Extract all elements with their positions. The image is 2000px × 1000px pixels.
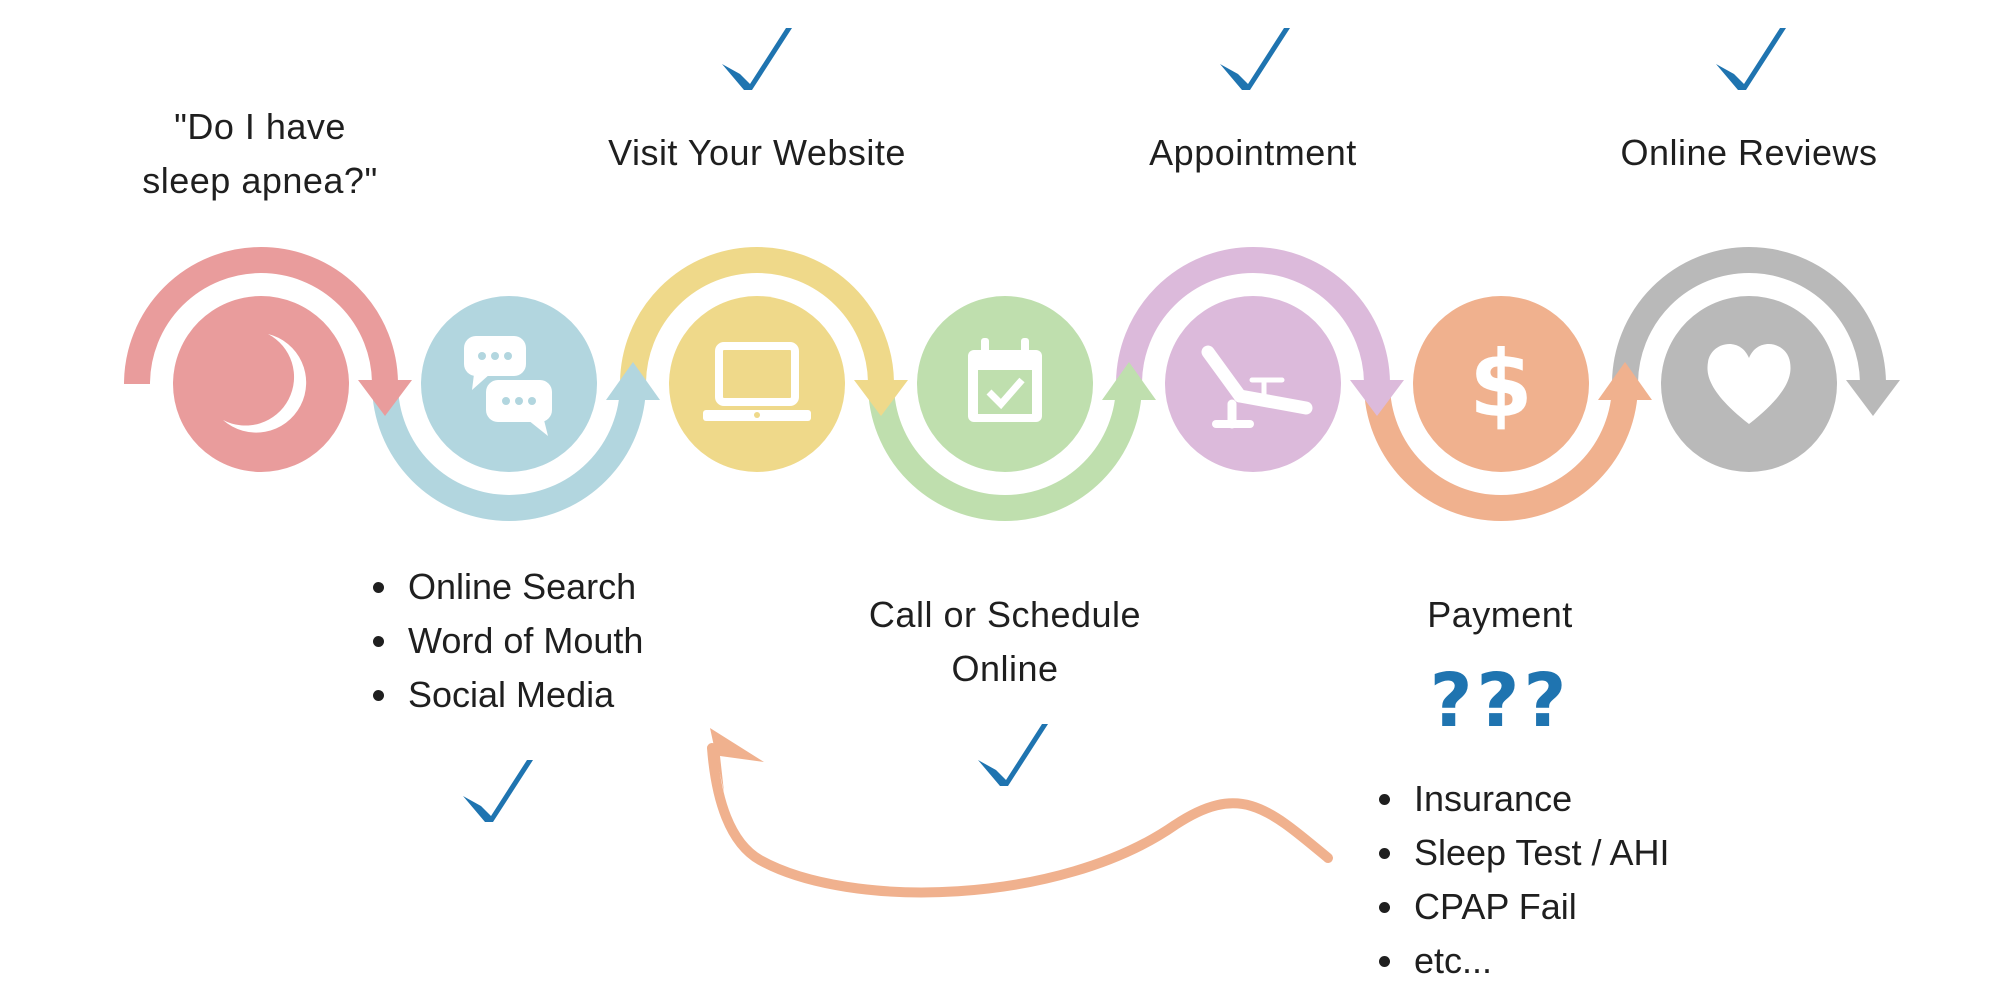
arc-arrow-6: [1364, 383, 1638, 521]
check-icon-schedule: [978, 724, 1048, 786]
step-circle-question: [173, 296, 349, 472]
label-schedule-line-2: Online: [951, 648, 1059, 689]
arc-arrow-7: [1612, 247, 1886, 385]
check-icon-appointment: [1220, 28, 1290, 90]
arrowhead-6: [1598, 362, 1652, 400]
step-circle-website: [669, 296, 845, 472]
list-item: CPAP Fail: [1408, 880, 1669, 934]
label-schedule-line-1: Call or Schedule: [868, 594, 1142, 635]
label-appointment: Appointment: [1149, 132, 1357, 173]
arc-arrow-1: [124, 247, 398, 385]
label-reviews: Online Reviews: [1620, 132, 1878, 173]
label-website: Visit Your Website: [608, 132, 906, 173]
step-circle-appointment: [1165, 296, 1341, 472]
arrowhead-2: [606, 362, 660, 400]
arrowhead-1: [358, 380, 412, 416]
label-question: "Do I have sleep apnea?": [120, 100, 400, 208]
arrowhead-3: [854, 380, 908, 416]
label-payment: Payment: [1427, 594, 1573, 635]
arc-arrow-3: [620, 247, 894, 385]
list-item: Social Media: [402, 668, 643, 722]
laptop-icon: [703, 342, 811, 421]
arc-arrow-5: [1116, 247, 1390, 385]
label-question-line-2: sleep apnea?": [142, 160, 378, 201]
check-icon-website: [722, 28, 792, 90]
list-item: Online Search: [402, 560, 643, 614]
step-circle-payment: [1413, 296, 1589, 472]
calendar-check-icon: [968, 338, 1042, 422]
list-item: Insurance: [1408, 772, 1669, 826]
list-item: Sleep Test / AHI: [1408, 826, 1669, 880]
payment-factors-list: Insurance Sleep Test / AHI CPAP Fail etc…: [1370, 772, 1669, 988]
chat-bubbles-icon: [464, 336, 552, 436]
heart-icon: [1707, 344, 1791, 424]
return-arrow: [707, 728, 1333, 898]
list-item: Word of Mouth: [402, 614, 643, 668]
moon-icon: [223, 334, 307, 433]
arrowhead-5: [1350, 380, 1404, 416]
arc-arrow-4: [868, 383, 1142, 521]
arc-arrow-2: [372, 383, 646, 521]
payment-unknown-marks: ???: [1429, 658, 1571, 744]
svg-text:$: $: [1469, 331, 1533, 438]
check-icon-search: [463, 760, 533, 822]
arrowhead-7: [1846, 380, 1900, 416]
label-question-line-1: "Do I have: [174, 106, 346, 147]
list-item: etc...: [1408, 934, 1669, 988]
label-schedule: Call or Schedule Online: [855, 588, 1155, 696]
arrowhead-4: [1102, 362, 1156, 400]
search-channels-list: Online Search Word of Mouth Social Media: [364, 560, 643, 722]
dental-chair-icon: [1201, 345, 1313, 429]
check-icon-reviews: [1716, 28, 1786, 90]
dollar-icon: $: [1469, 331, 1533, 438]
